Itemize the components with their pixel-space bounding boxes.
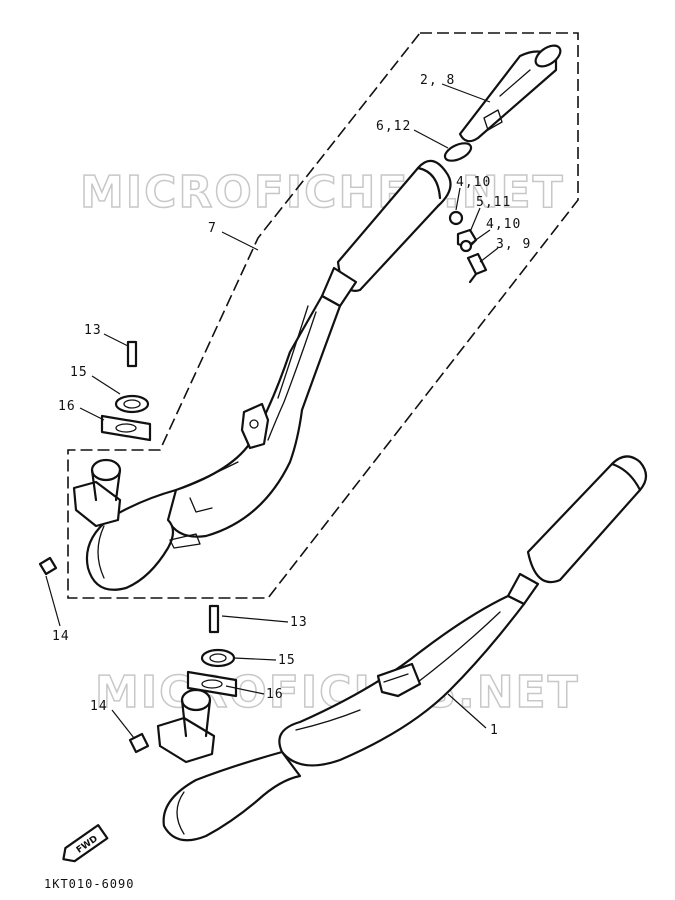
callout-6-12: 6,12: [376, 119, 411, 134]
assembly-7-boundary: [67, 32, 579, 599]
callout-4-10-b: 4,10: [486, 217, 521, 232]
fwd-direction-badge: FWD: [62, 824, 109, 863]
stud-part-13-lower: [208, 604, 220, 634]
lower-muffler: [526, 455, 648, 584]
drawing-code: 1KT010-6090: [44, 877, 134, 891]
callout-13-lower: 13: [290, 615, 308, 630]
lower-bracket: [376, 662, 422, 698]
upper-exhaust-assembly: [72, 159, 452, 591]
gasket-part-15-upper: [114, 394, 150, 414]
silencer-tip-part-2-8: [458, 44, 562, 143]
lower-header-inlet: [180, 688, 212, 712]
upper-header-flange: [72, 480, 122, 528]
callout-15-upper: 15: [70, 365, 88, 380]
callout-3-9: 3, 9: [496, 237, 531, 252]
gasket-part-15-lower: [200, 648, 236, 668]
callout-16-lower: 16: [266, 687, 284, 702]
lower-exhaust-assembly: [156, 455, 648, 842]
stud-part-13-upper: [126, 340, 138, 368]
callout-13-upper: 13: [84, 323, 102, 338]
callout-14-lower: 14: [90, 699, 108, 714]
gasket-part-6-12: [443, 142, 473, 162]
clip-part-14-upper: [38, 556, 58, 576]
callout-1: 1: [490, 723, 499, 738]
flange-part-16-upper: [100, 414, 152, 442]
callout-7: 7: [208, 221, 217, 236]
clip-part-14-lower: [128, 732, 150, 754]
callout-14-upper: 14: [52, 629, 70, 644]
flange-part-16-lower: [186, 670, 238, 698]
callout-15-lower: 15: [278, 653, 296, 668]
washer-part-4-10-b: [459, 239, 473, 253]
callout-4-10-a: 4,10: [456, 175, 491, 190]
lower-header-pipe: [162, 750, 302, 842]
fwd-arrow-icon: [62, 824, 109, 863]
callout-5-11: 5,11: [476, 195, 511, 210]
upper-header-inlet: [90, 458, 122, 482]
washer-part-4-10-a: [448, 210, 464, 226]
callout-16-upper: 16: [58, 399, 76, 414]
bolt-part-3-9: [466, 252, 488, 284]
watermark-upper: MICROFICHES.NET: [80, 167, 565, 218]
leader-lines: [45, 83, 499, 739]
callout-2-8: 2, 8: [420, 73, 455, 88]
lower-header-flange: [156, 716, 216, 764]
upper-bracket: [240, 402, 270, 450]
